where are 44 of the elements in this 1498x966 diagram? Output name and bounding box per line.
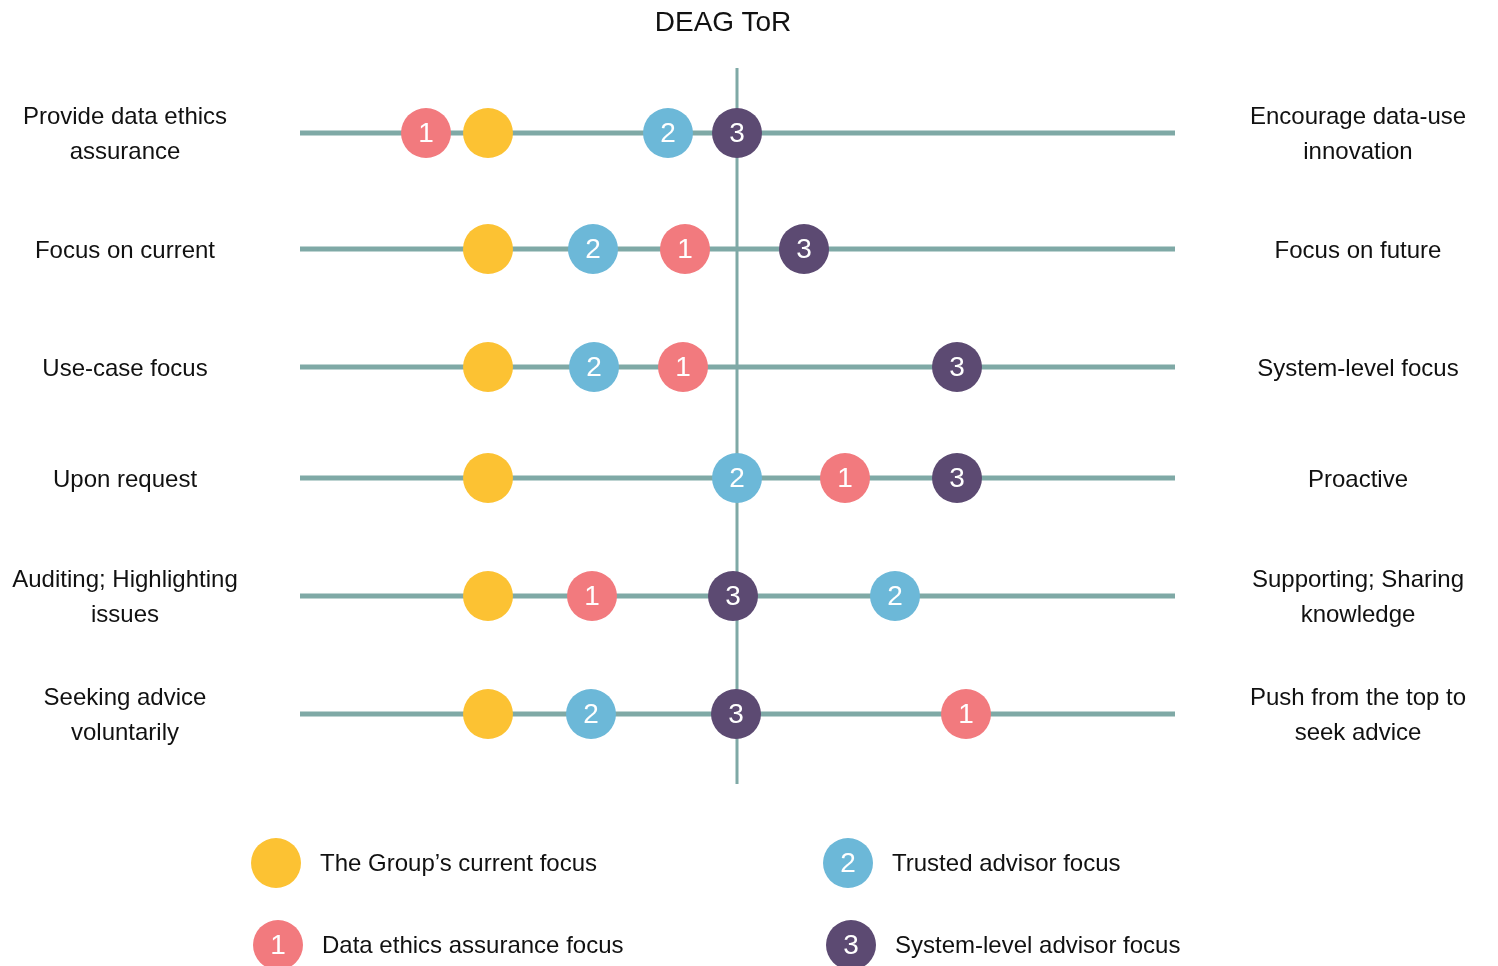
row-label: Push from the top to seek advice [1248, 682, 1468, 747]
legend-label: Data ethics assurance focus [322, 930, 624, 960]
row-label: Auditing; Highlighting issues [11, 564, 239, 629]
legend-label: The Group’s current focus [320, 848, 598, 878]
numbered-marker: 1 [820, 453, 870, 503]
row-label: Upon request [51, 463, 199, 494]
legend-label: Trusted advisor focus [892, 848, 1121, 878]
numbered-marker: 3 [712, 108, 762, 158]
legend-swatch: 1 [253, 920, 303, 966]
row-label: System-level focus [1256, 352, 1460, 383]
legend-label: System-level advisor focus [895, 930, 1181, 960]
circle-marker [463, 108, 513, 158]
row-label: Encourage data-use innovation [1248, 101, 1468, 166]
circle-marker [463, 224, 513, 274]
numbered-marker: 3 [932, 342, 982, 392]
numbered-marker: 2 [643, 108, 693, 158]
numbered-marker: 3 [779, 224, 829, 274]
row-label: Provide data ethics assurance [21, 101, 229, 166]
numbered-marker: 1 [401, 108, 451, 158]
row-label: Focus on current [33, 234, 217, 265]
numbered-marker: 3 [711, 689, 761, 739]
numbered-marker: 2 [870, 571, 920, 621]
circle-marker [463, 689, 513, 739]
row-label: Use-case focus [41, 352, 209, 383]
row-label: Focus on future [1273, 234, 1443, 265]
numbered-marker: 3 [708, 571, 758, 621]
numbered-marker: 2 [712, 453, 762, 503]
numbered-marker: 1 [567, 571, 617, 621]
row-label: Supporting; Sharing knowledge [1250, 564, 1466, 629]
legend-swatch: 3 [826, 920, 876, 966]
numbered-marker: 2 [569, 342, 619, 392]
numbered-marker: 1 [658, 342, 708, 392]
numbered-marker: 2 [566, 689, 616, 739]
numbered-marker: 1 [941, 689, 991, 739]
circle-marker [463, 571, 513, 621]
circle-marker [463, 342, 513, 392]
numbered-marker: 2 [568, 224, 618, 274]
legend-swatch: 2 [823, 838, 873, 888]
numbered-marker: 3 [932, 453, 982, 503]
row-label: Proactive [1306, 463, 1409, 494]
row-label: Seeking advice voluntarily [42, 682, 208, 747]
circle-marker [463, 453, 513, 503]
numbered-marker: 1 [660, 224, 710, 274]
diagram-title: DEAG ToR [653, 5, 793, 39]
